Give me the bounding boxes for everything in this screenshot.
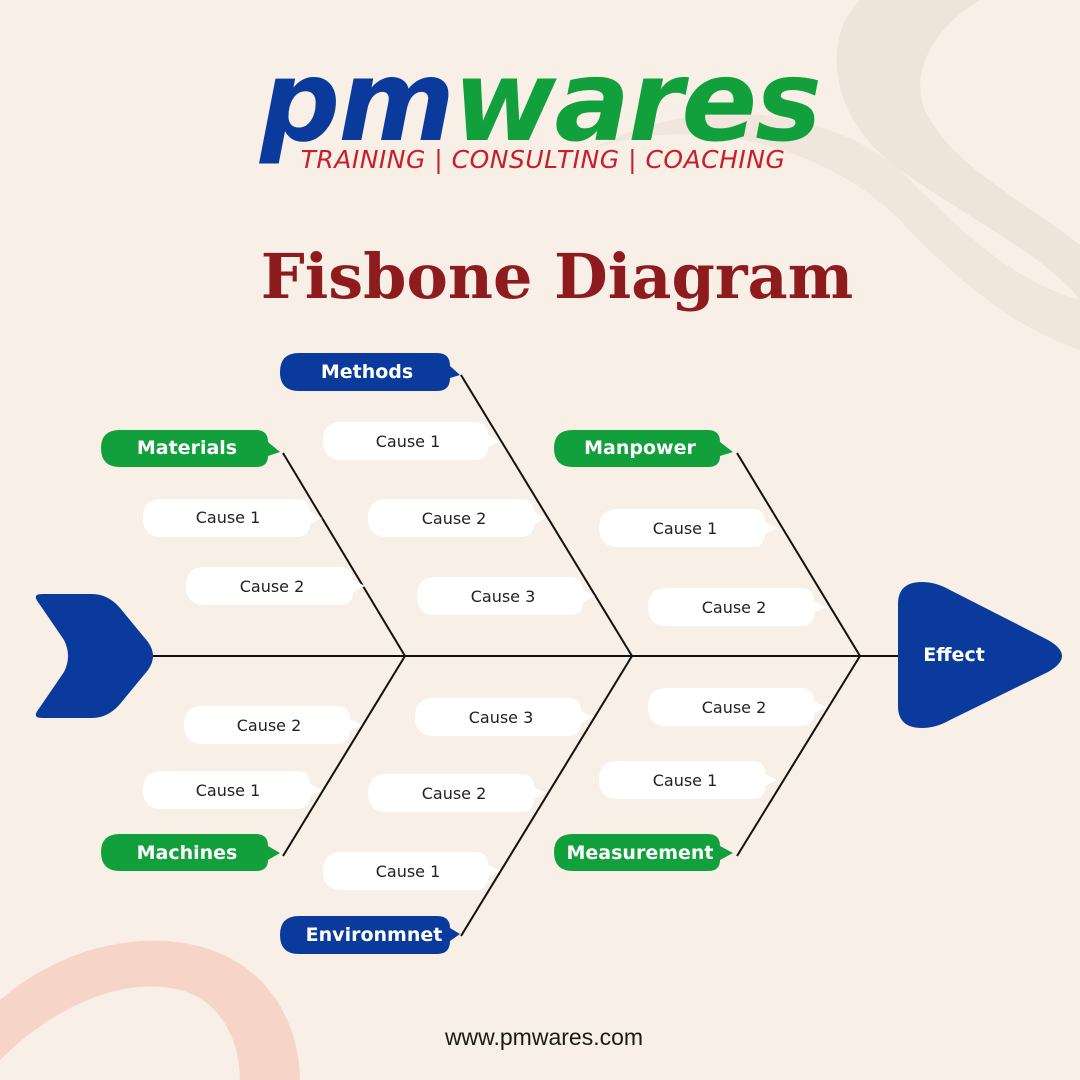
category-pill	[280, 353, 460, 391]
logo-tagline: TRAINING | CONSULTING | COACHING	[301, 145, 786, 174]
category-label: Machines	[137, 842, 238, 864]
cause-label: Cause 1	[376, 862, 441, 881]
cause-methods-1: Cause 1	[323, 422, 500, 460]
cause-label: Cause 2	[237, 716, 302, 735]
cause-environment-3: Cause 3	[415, 698, 593, 736]
cause-environment-1: Cause 1	[323, 852, 500, 890]
category-measurement: Measurement	[554, 834, 733, 871]
category-materials: Materials	[101, 430, 280, 467]
cause-measurement-2: Cause 2	[648, 688, 826, 726]
logo-wordmark: pmwares	[258, 37, 820, 167]
cause-label: Cause 1	[196, 781, 261, 800]
cause-pill	[368, 774, 546, 812]
bone-methods	[460, 374, 633, 657]
category-methods: Methods	[280, 353, 460, 391]
category-pill	[101, 834, 280, 871]
category-pill	[554, 834, 733, 871]
category-pill	[554, 430, 733, 467]
cause-pill	[599, 509, 777, 547]
cause-pill	[599, 761, 777, 799]
cause-measurement-1: Cause 1	[599, 761, 777, 799]
logo-wares: wares	[453, 37, 820, 167]
cause-pill	[648, 588, 826, 626]
cause-label: Cause 1	[196, 508, 261, 527]
cause-label: Cause 2	[702, 598, 767, 617]
cause-pill	[323, 422, 500, 460]
logo: pmwares TRAINING | CONSULTING | COACHING	[258, 37, 822, 174]
cause-pill	[323, 852, 500, 890]
cause-materials-1: Cause 1	[143, 499, 322, 537]
cause-pill	[143, 499, 322, 537]
cause-pill	[184, 706, 362, 744]
cause-manpower-1: Cause 1	[599, 509, 777, 547]
decor-swoosh-bottom	[0, 940, 300, 1080]
causes: Cause 1 Cause 2 Cause 2 Cause 1 Cause 1 …	[143, 422, 826, 890]
effect-head: Effect	[898, 582, 1062, 728]
bone-environment	[460, 655, 633, 937]
cause-label: Cause 3	[469, 708, 534, 727]
footer-website-link[interactable]: www.pmwares.com	[444, 1024, 643, 1050]
category-environment: Environmnet	[280, 916, 460, 954]
cause-label: Cause 1	[653, 519, 718, 538]
page-title: Fisbone Diagram	[261, 240, 854, 313]
cause-pill	[368, 499, 546, 537]
cause-pill	[143, 771, 322, 809]
bone-machines	[282, 655, 406, 857]
cause-pill	[186, 567, 365, 605]
fish-tail-chevron	[35, 594, 153, 718]
fishbone-lines	[150, 374, 900, 937]
category-pill	[101, 430, 280, 467]
category-label: Methods	[321, 361, 413, 383]
category-label: Measurement	[567, 842, 714, 864]
effect-shape	[898, 582, 1062, 728]
category-machines: Machines	[101, 834, 280, 871]
cause-pill	[417, 577, 595, 615]
cause-label: Cause 3	[471, 587, 536, 606]
category-pill	[280, 916, 460, 954]
cause-label: Cause 2	[240, 577, 305, 596]
cause-manpower-2: Cause 2	[648, 588, 826, 626]
cause-label: Cause 2	[422, 784, 487, 803]
cause-machines-1: Cause 1	[143, 771, 322, 809]
category-manpower: Manpower	[554, 430, 733, 467]
cause-machines-2: Cause 2	[184, 706, 362, 744]
cause-environment-2: Cause 2	[368, 774, 546, 812]
cause-label: Cause 2	[702, 698, 767, 717]
cause-label: Cause 2	[422, 509, 487, 528]
logo-pm: pm	[258, 37, 453, 167]
decor-swoosh-top	[836, 0, 1080, 300]
category-label: Materials	[137, 437, 237, 459]
category-label: Environmnet	[306, 924, 443, 946]
cause-pill	[648, 688, 826, 726]
decor-swoosh-mid	[590, 113, 1080, 350]
cause-materials-2: Cause 2	[186, 567, 365, 605]
bone-manpower	[736, 452, 861, 657]
cause-methods-3: Cause 3	[417, 577, 595, 615]
cause-label: Cause 1	[376, 432, 441, 451]
bone-materials	[282, 452, 406, 657]
effect-label: Effect	[923, 644, 985, 666]
cause-methods-2: Cause 2	[368, 499, 546, 537]
cause-pill	[415, 698, 593, 736]
category-label: Manpower	[584, 437, 696, 459]
cause-label: Cause 1	[653, 771, 718, 790]
bone-measurement	[736, 655, 861, 857]
